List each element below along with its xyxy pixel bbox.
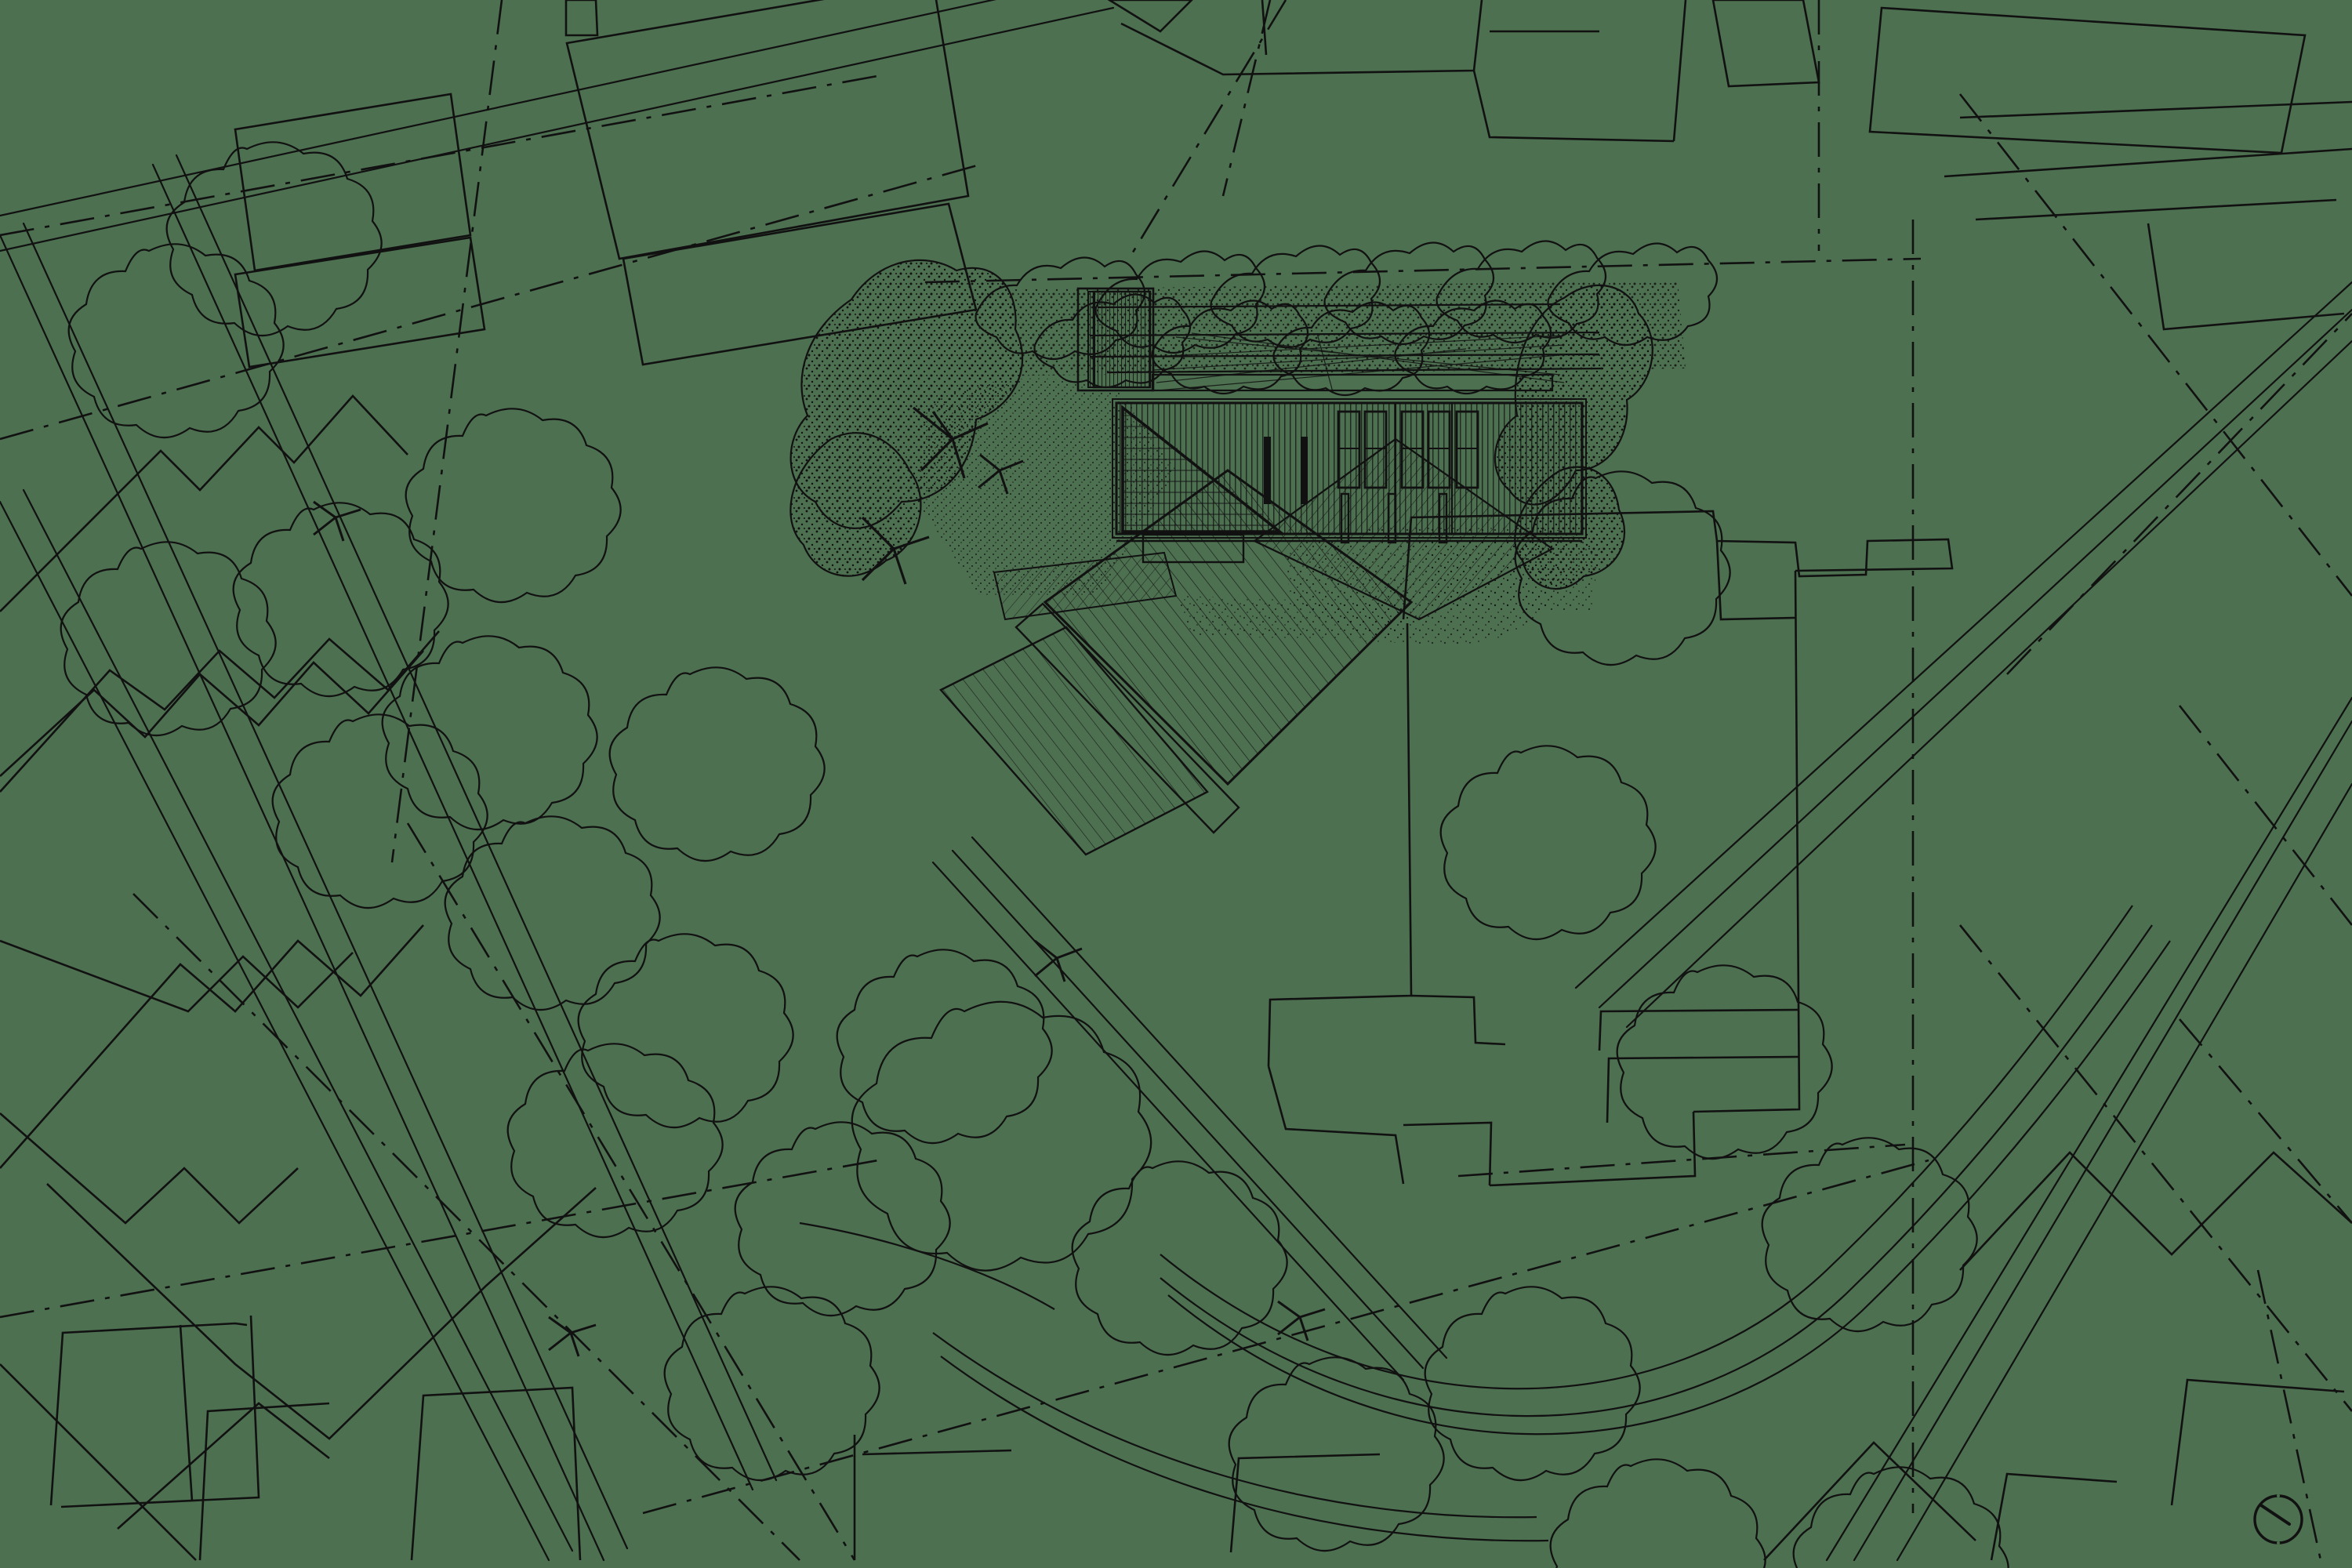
pitched-roof-ridges bbox=[0, 650, 2352, 1561]
tree-trunks bbox=[313, 453, 1326, 1357]
tree-canopies bbox=[60, 141, 2009, 1568]
north-arrow bbox=[2253, 1494, 2303, 1544]
shrub-mass-east bbox=[1494, 284, 1653, 590]
hedge-foliage-texture bbox=[960, 281, 1686, 376]
shrub-mass-west bbox=[789, 259, 1024, 585]
